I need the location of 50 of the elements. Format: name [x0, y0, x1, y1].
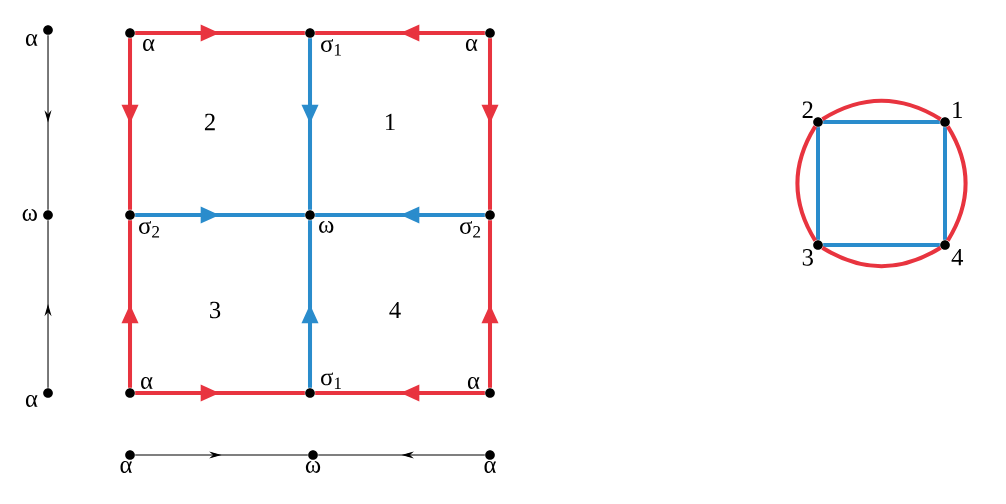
point — [305, 388, 315, 398]
point-label: σ$_{1}$ — [321, 372, 341, 389]
point-label: α — [143, 39, 155, 51]
region-number: 2 — [204, 113, 215, 131]
curve — [821, 98, 942, 121]
line — [943, 127, 947, 240]
point-label: α — [465, 39, 478, 51]
point-label: α — [484, 461, 496, 473]
curve — [795, 125, 817, 242]
curve — [821, 246, 942, 269]
point — [43, 388, 53, 398]
point — [485, 210, 495, 220]
point — [940, 117, 950, 127]
line — [816, 127, 820, 240]
point — [43, 25, 53, 35]
region-number: 3 — [210, 301, 221, 319]
curve — [946, 125, 968, 242]
point-label: α — [467, 377, 480, 389]
point — [125, 388, 135, 398]
point-label: ω — [319, 221, 334, 233]
point-label: 1 — [953, 101, 962, 118]
point-label: σ$_{2}$ — [139, 221, 160, 238]
point — [485, 28, 495, 38]
point — [485, 388, 495, 398]
point-label: 2 — [802, 101, 813, 118]
point-label: σ$_{1}$ — [321, 39, 341, 56]
point-label: ω — [305, 461, 321, 473]
point — [125, 28, 135, 38]
point — [125, 450, 135, 460]
point — [125, 210, 135, 220]
line — [823, 243, 940, 247]
point-label: σ$_{2}$ — [460, 221, 481, 238]
point-label: 4 — [951, 249, 964, 266]
region-number: 1 — [386, 113, 395, 131]
point — [43, 210, 53, 220]
point — [485, 450, 495, 460]
point-label: α — [25, 395, 38, 407]
point — [305, 28, 315, 38]
point — [813, 117, 823, 127]
region-number: 4 — [389, 301, 401, 319]
point-label: α — [25, 34, 38, 46]
point-label: 3 — [802, 249, 813, 266]
line — [823, 119, 940, 124]
point — [305, 210, 315, 220]
point — [308, 450, 318, 460]
point-label: α — [141, 377, 153, 389]
point — [813, 240, 823, 250]
point-label: ω — [22, 209, 37, 221]
point — [940, 240, 950, 250]
point-label: α — [120, 461, 132, 473]
